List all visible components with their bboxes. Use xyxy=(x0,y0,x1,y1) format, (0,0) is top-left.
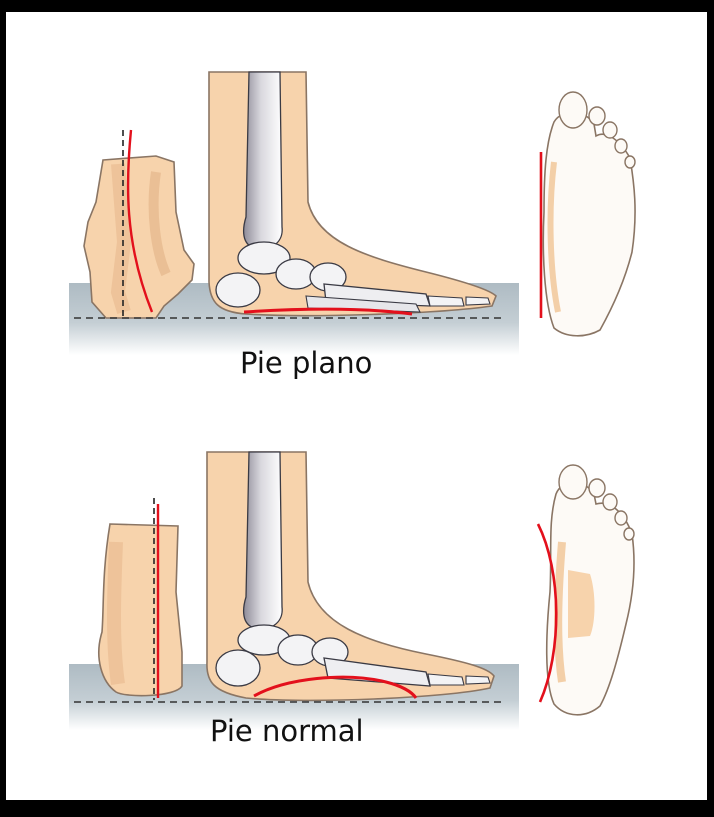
rear-view-heel-normal xyxy=(98,498,183,700)
sole-footprint-normal xyxy=(536,464,635,716)
caption-flat-foot: Pie plano xyxy=(240,346,373,380)
panel-flat-foot: Pie plano xyxy=(6,12,707,392)
diagram-canvas: Pie plano xyxy=(6,12,707,800)
normal-foot-illustration xyxy=(69,451,635,730)
side-view-skeleton-flat xyxy=(74,71,506,319)
side-view-skeleton-normal xyxy=(74,451,506,703)
panel-normal-foot: Pie normal xyxy=(6,392,707,800)
caption-normal-foot: Pie normal xyxy=(210,714,364,748)
rear-view-heel-flat xyxy=(83,129,195,319)
sole-footprint-flat xyxy=(539,91,636,337)
flat-foot-illustration xyxy=(69,71,636,355)
